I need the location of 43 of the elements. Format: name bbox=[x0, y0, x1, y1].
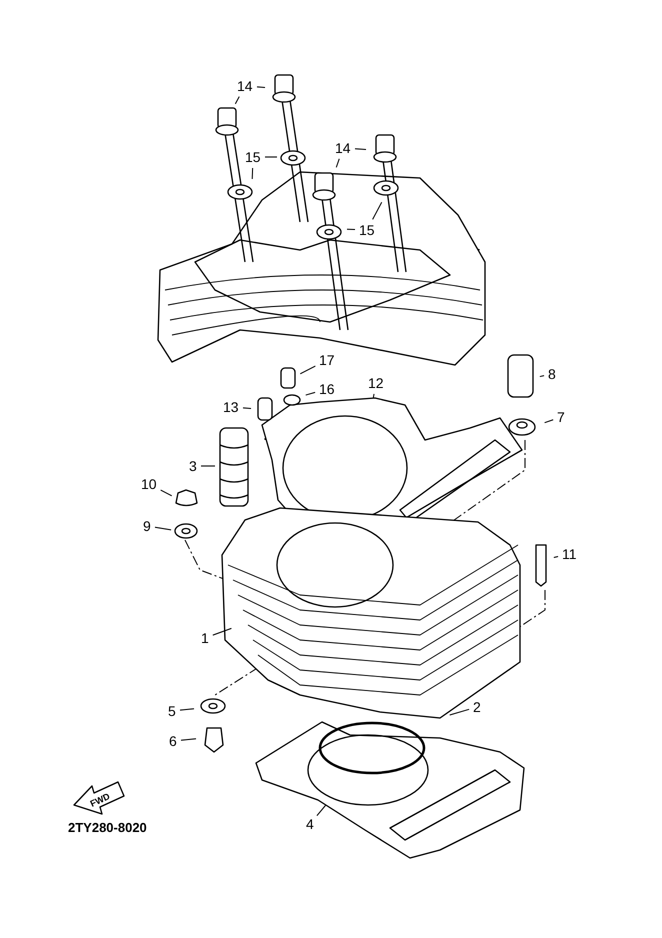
part-code: 2TY280-8020 bbox=[68, 820, 147, 835]
callout-number: 6 bbox=[168, 733, 178, 749]
callout-number: 3 bbox=[188, 458, 198, 474]
callout-number: 5 bbox=[167, 703, 177, 719]
callout-number: 14 bbox=[236, 78, 254, 94]
callout-number: 16 bbox=[318, 381, 336, 397]
leader-line bbox=[252, 168, 254, 180]
callout-number: 11 bbox=[561, 546, 578, 562]
leader-line bbox=[372, 393, 374, 399]
leader-line bbox=[336, 158, 340, 168]
leader-line bbox=[372, 202, 382, 220]
callout-number: 17 bbox=[318, 352, 336, 368]
callout-number: 15 bbox=[358, 222, 376, 238]
leader-line bbox=[160, 490, 172, 496]
callout-number: 1 bbox=[200, 630, 210, 646]
leader-line bbox=[242, 407, 252, 409]
leader-line bbox=[449, 708, 470, 716]
leader-line bbox=[316, 804, 326, 816]
leader-line bbox=[346, 228, 356, 230]
leader-line bbox=[154, 526, 172, 530]
leader-line bbox=[234, 96, 240, 104]
callout-number: 4 bbox=[305, 816, 315, 832]
leader-line bbox=[264, 156, 278, 158]
direction-label: FWD bbox=[88, 791, 112, 809]
callout-number: 9 bbox=[142, 518, 152, 534]
callout-number: 2 bbox=[472, 699, 482, 715]
callout-number: 14 bbox=[334, 140, 352, 156]
leader-line bbox=[300, 366, 316, 374]
leader-line bbox=[354, 148, 367, 150]
leader-line bbox=[256, 86, 266, 88]
callout-number: 10 bbox=[140, 476, 158, 492]
leader-line bbox=[180, 738, 197, 741]
leader-line bbox=[553, 556, 559, 558]
callout-number: 8 bbox=[547, 366, 557, 382]
leader-line bbox=[179, 708, 195, 711]
callout-number: 12 bbox=[367, 375, 385, 391]
leader-line bbox=[544, 419, 554, 424]
leader-line bbox=[305, 392, 316, 396]
callout-number: 7 bbox=[556, 409, 566, 425]
leader-line bbox=[539, 375, 545, 378]
callout-number: 13 bbox=[222, 399, 240, 415]
callout-number: 15 bbox=[244, 149, 262, 165]
leader-line bbox=[212, 628, 232, 636]
